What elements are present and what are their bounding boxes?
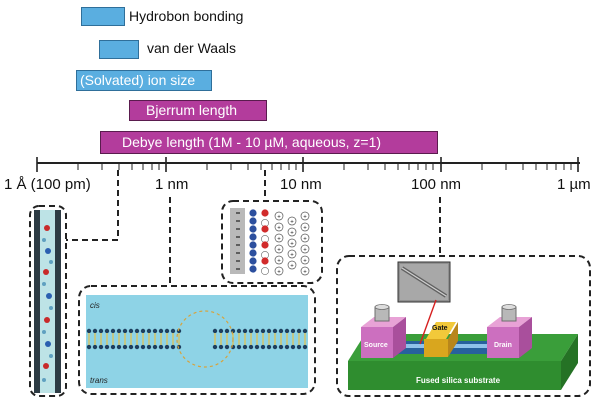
source-label: Source [364, 342, 388, 349]
tick-label-10-nm: 10 nm [280, 176, 322, 193]
minor-ticks [77, 163, 572, 170]
substrate-side [561, 334, 578, 390]
drain-front [487, 327, 519, 358]
svg-text:+: + [290, 264, 294, 270]
svg-text:+: + [277, 226, 281, 232]
svg-text:+: + [277, 237, 281, 243]
membrane-lower-row [86, 339, 308, 350]
svg-text:+: + [303, 237, 307, 243]
svg-text:+: + [277, 248, 281, 254]
leader-lines [66, 170, 441, 286]
double-layer-panel-box [221, 200, 323, 284]
svg-text:+: + [277, 270, 281, 276]
gate-label: Gate [432, 325, 448, 332]
tem-pointer [419, 299, 437, 345]
hydrogen-bonding-bar [81, 7, 125, 26]
svg-text:+: + [290, 242, 294, 248]
svg-text:+: + [303, 259, 307, 265]
nanopore-outline [176, 310, 234, 368]
double-layer-ions: + + + + + + + + + + + + + + + + + [236, 209, 310, 276]
svg-text:+: + [277, 259, 281, 265]
gate-front [424, 339, 448, 357]
drain-label: Drain [494, 342, 512, 349]
bjerrum-length-label: Bjerrum length [146, 102, 238, 118]
substrate-front [348, 361, 561, 390]
svg-text:+: + [277, 215, 281, 221]
drain-side [519, 317, 532, 358]
gate-side [448, 322, 458, 357]
ion-size-bar [76, 70, 212, 91]
channel-ions [42, 225, 53, 382]
gate-top [426, 322, 456, 339]
membrane-panel-box [78, 285, 316, 395]
device-panel-box [336, 255, 591, 397]
hydrogen-bonding-label: Hydrobon bonding [129, 8, 244, 24]
cis-label: cis [90, 301, 100, 310]
source-top [361, 317, 406, 327]
svg-text:+: + [290, 220, 294, 226]
svg-text:+: + [290, 231, 294, 237]
tick-label-100-nm: 100 nm [411, 176, 462, 193]
membrane-water [86, 295, 308, 388]
drain-top [487, 317, 532, 327]
channel-wall-left [34, 210, 40, 393]
source-front [361, 327, 393, 358]
charged-surface [230, 208, 245, 274]
svg-text:+: + [303, 248, 307, 254]
ion-size-label: (Solvated) ion size [80, 72, 196, 88]
van-der-waals-label: van der Waals [147, 40, 236, 56]
source-side [393, 317, 406, 358]
tick-label-1-angstrom: 1 Å (100 pm) [4, 176, 91, 193]
bjerrum-length-bar [129, 100, 267, 121]
tick-label-1-um: 1 µm [557, 176, 591, 193]
trans-label: trans [90, 376, 108, 385]
svg-text:+: + [303, 226, 307, 232]
debye-length-bar [100, 131, 438, 154]
membrane-upper-row [86, 328, 308, 339]
svg-text:+: + [303, 215, 307, 221]
major-ticks [36, 157, 579, 172]
van-der-waals-bar [99, 40, 139, 59]
svg-text:+: + [303, 270, 307, 276]
channel-wall-right [55, 210, 61, 393]
svg-text:+: + [290, 253, 294, 259]
debye-length-label: Debye length (1M - 10 µM, aqueous, z=1) [122, 134, 382, 150]
tick-label-1-nm: 1 nm [155, 176, 189, 193]
substrate-label: Fused silica substrate [416, 376, 501, 385]
